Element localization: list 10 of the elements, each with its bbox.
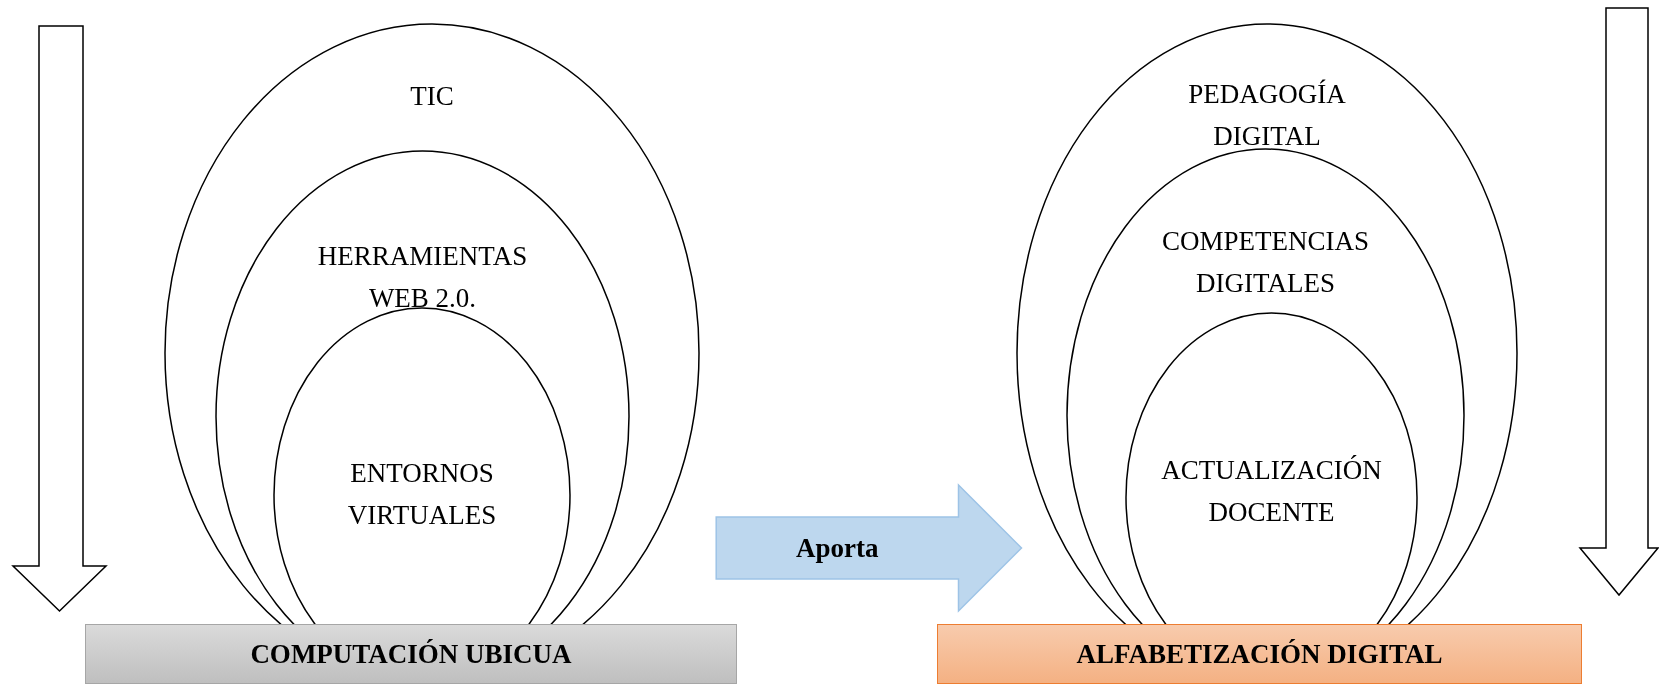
ellipse-label: ACTUALIZACIÓN DOCENTE [1160,454,1383,529]
base-bar: COMPUTACIÓN UBICUA [85,624,737,684]
ellipse-label: HERRAMIENTAS WEB 2.0. [316,240,529,315]
ellipse-label: TIC [409,80,455,113]
ellipse-label: ENTORNOS VIRTUALES [346,457,498,532]
ellipse-label: PEDAGOGÍA DIGITAL [1187,78,1347,153]
edge-label: Aporta [796,532,879,564]
ellipse-label: COMPETENCIAS DIGITALES [1161,225,1370,300]
base-bar: ALFABETIZACIÓN DIGITAL [937,624,1582,684]
block-arrow [715,483,1023,613]
